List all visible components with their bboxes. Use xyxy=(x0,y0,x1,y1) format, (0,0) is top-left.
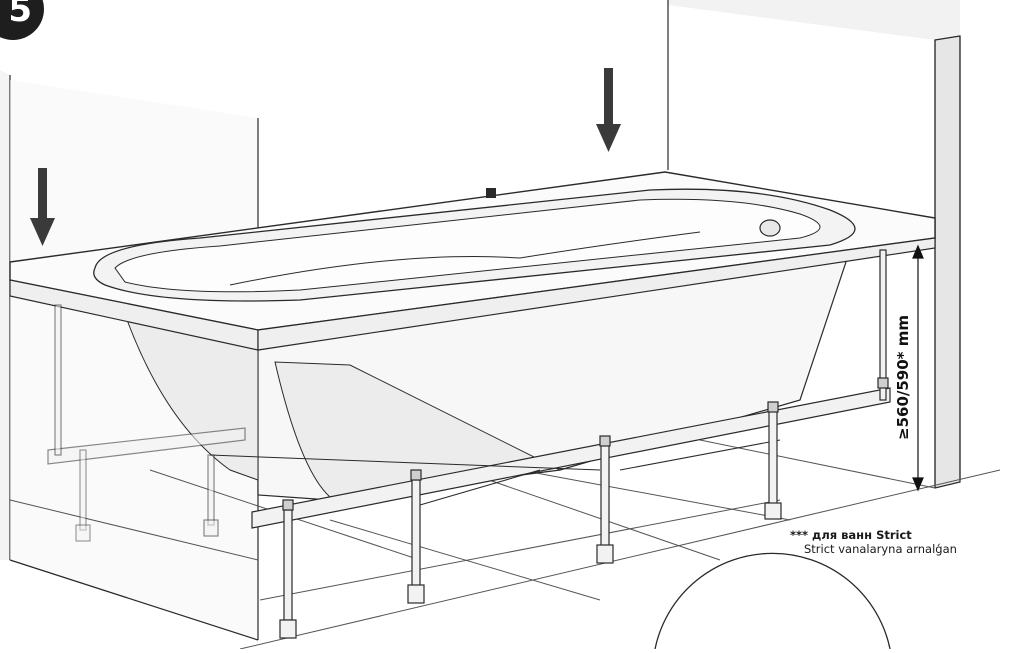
note-line-2: Strict vanalaryna arnalǵan xyxy=(804,542,957,556)
support-frame xyxy=(47,249,891,639)
down-arrow-left xyxy=(30,168,55,246)
detail-circle xyxy=(654,552,891,650)
floor-grid xyxy=(9,439,1001,650)
step-number-badge: 5 xyxy=(0,0,44,40)
height-dimension xyxy=(912,244,924,492)
bathtub xyxy=(9,171,936,501)
note-line-1: *** для ванн Strict xyxy=(790,528,912,542)
down-arrow-right xyxy=(596,68,621,152)
height-dimension-label: ≥560/590* mm xyxy=(894,315,912,440)
step-number: 5 xyxy=(8,0,32,30)
left-wall xyxy=(0,70,259,641)
strict-note: *** для ванн Strict Strict vanalaryna ar… xyxy=(790,528,957,556)
right-wall xyxy=(667,0,961,489)
